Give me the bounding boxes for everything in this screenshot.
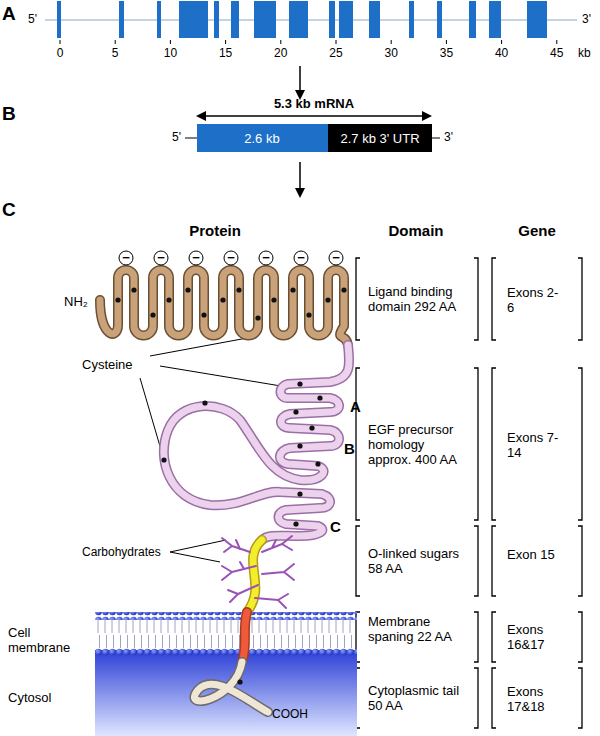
- terminus-label: NH₂: [64, 294, 96, 309]
- exon-bars: [57, 1, 547, 38]
- exon-label: Exons 17&18: [507, 684, 559, 714]
- terminus-label: COOH: [272, 707, 316, 721]
- kb-tick-label: 20: [269, 46, 293, 60]
- end-label: 3': [582, 12, 598, 26]
- membrane-heads: [95, 648, 357, 656]
- utr-length: 2.7 kb 3' UTR: [328, 131, 432, 146]
- domain-label: Ligand binding domain 292 AA: [368, 284, 468, 314]
- charge-sign: −: [189, 251, 203, 265]
- length-arrow: [198, 115, 430, 117]
- region-letter: B: [344, 440, 358, 457]
- exon-label: Exons 16&17: [507, 622, 559, 652]
- kb-tick-label: 40: [490, 46, 514, 60]
- coding-region: [197, 124, 328, 152]
- kb-tick-label: 30: [379, 46, 403, 60]
- charge-sign: −: [259, 251, 273, 265]
- exon-label: Exons 7-14: [507, 430, 559, 460]
- panel-letter: C: [2, 200, 22, 220]
- column-heading: Domain: [371, 222, 461, 239]
- region-label: Cytosol: [8, 690, 88, 705]
- exon-label: Exons 2-6: [507, 285, 559, 315]
- lipid-tails: [98, 620, 352, 648]
- kb-tick-label: 35: [434, 46, 458, 60]
- domain-label: Cytoplasmic tail 50 AA: [368, 683, 468, 713]
- brackets: [356, 258, 582, 728]
- end-label: 5': [28, 12, 44, 26]
- membrane-heads: [95, 612, 357, 620]
- unit-label: kb: [578, 46, 598, 60]
- kb-tick-label: 0: [48, 46, 72, 60]
- column-heading: Protein: [170, 222, 260, 239]
- domain-label: EGF precursor homology approx. 400 AA: [368, 422, 468, 467]
- mrna-end: [185, 138, 197, 139]
- region-letter: C: [330, 518, 344, 535]
- panel-letter: B: [2, 104, 22, 124]
- kb-tick-label: 5: [103, 46, 127, 60]
- kb-tick-label: 15: [214, 46, 238, 60]
- panel-letter: A: [2, 4, 22, 24]
- protein-chain: [100, 270, 349, 712]
- utr-region: [328, 124, 432, 152]
- charge-sign: −: [119, 251, 133, 265]
- charge-sign: −: [224, 251, 238, 265]
- coding-length: 2.6 kb: [202, 131, 322, 146]
- kb-tick-label: 10: [158, 46, 182, 60]
- charge-sign: −: [154, 251, 168, 265]
- end-label: 3': [444, 130, 460, 144]
- end-label: 5': [172, 130, 188, 144]
- domain-label: O-linked sugars 58 AA: [368, 546, 468, 576]
- region-letter: A: [350, 398, 364, 415]
- carbohydrate-chains: [222, 536, 294, 608]
- domain-label: Membrane spaning 22 AA: [368, 614, 468, 644]
- mrna-length: 5.3 kb mRNA: [249, 96, 379, 111]
- callout-label: Carbohydrates: [82, 545, 172, 559]
- cytosol-region: [95, 650, 357, 736]
- column-heading: Gene: [502, 222, 572, 239]
- mrna-end: [432, 138, 440, 139]
- process-arrow: [299, 162, 301, 196]
- kb-ticks: [60, 40, 557, 44]
- charge-sign: −: [329, 251, 343, 265]
- exon-label: Exon 15: [507, 547, 559, 562]
- kb-tick-label: 25: [324, 46, 348, 60]
- region-label: Cell membrane: [8, 625, 94, 655]
- cysteine-dots: [115, 287, 346, 684]
- kb-tick-label: 45: [545, 46, 569, 60]
- callout-label: Cysteine: [82, 357, 148, 372]
- charge-circles: [119, 251, 343, 265]
- process-arrow: [299, 66, 301, 98]
- charge-sign: −: [294, 251, 308, 265]
